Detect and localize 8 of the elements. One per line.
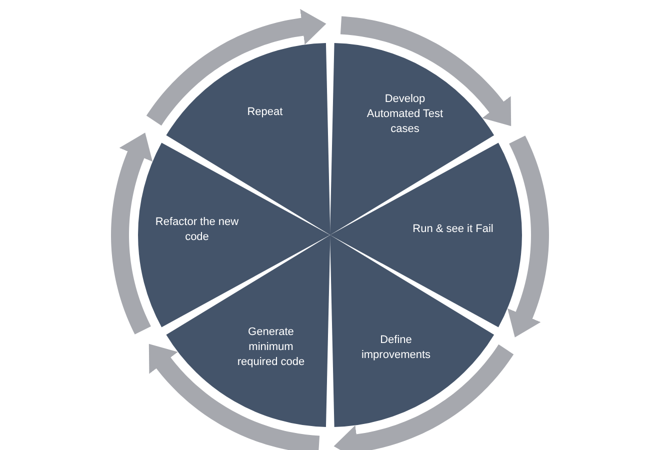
cycle-segment: [330, 43, 496, 235]
segment-label: Refactor the new code: [155, 215, 239, 245]
segment-label: Define improvements: [360, 333, 432, 363]
segment-label: Run & see it Fail: [412, 222, 494, 237]
segment-label: Develop Automated Test cases: [366, 92, 444, 137]
cycle-segment: [330, 235, 496, 427]
segment-label: Generate minimum required code: [236, 325, 306, 370]
segment-label: Repeat: [246, 105, 284, 120]
